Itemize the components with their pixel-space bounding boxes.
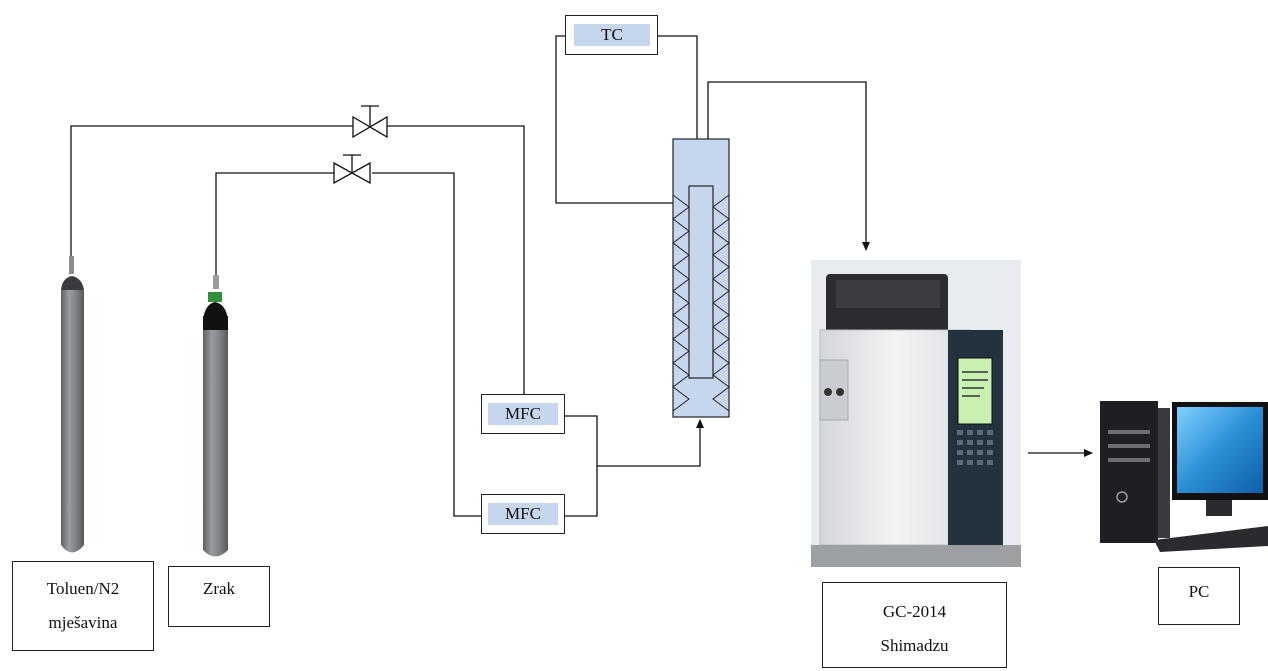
- needle-valve-icon[interactable]: [352, 105, 388, 139]
- gas-cylinder-icon: [61, 256, 84, 553]
- mfc-top-label: MFC: [488, 403, 558, 425]
- mfc-bottom-label: MFC: [488, 503, 558, 525]
- gas-lines: [70, 35, 1093, 517]
- pc-label-box: PC: [1158, 567, 1240, 625]
- air-label-box: Zrak: [168, 566, 270, 627]
- line-air-to-bottom-mfc: [215, 172, 482, 517]
- tc-controller-box: TC: [565, 15, 658, 55]
- toluene-label-line-1: Toluen/N2: [46, 579, 120, 598]
- tc-label: TC: [574, 24, 650, 46]
- line-reactor-to-gc: [707, 81, 870, 251]
- toluene-label-box: Toluen/N2 mješavina: [12, 561, 154, 651]
- needle-valve-icon[interactable]: [333, 154, 371, 185]
- mfc-bottom-box: MFC: [481, 494, 565, 534]
- desktop-computer-icon: [1100, 401, 1268, 552]
- line-tc-loop: [555, 35, 698, 204]
- air-label: Zrak: [202, 579, 236, 598]
- gas-cylinder-icon: [203, 275, 228, 557]
- gas-chromatograph-icon: [811, 260, 1021, 567]
- gc-label-line-1: GC-2014: [882, 602, 947, 621]
- pc-label: PC: [1188, 582, 1210, 601]
- reactor: [672, 138, 730, 418]
- toluene-label-line-2: mješavina: [48, 613, 118, 632]
- gc-label-box: GC-2014 Shimadzu: [822, 582, 1007, 668]
- line-mfc-merge: [565, 416, 700, 517]
- gc-label-line-2: Shimadzu: [880, 636, 949, 655]
- line-toluene-to-top-mfc: [70, 125, 525, 399]
- mfc-top-box: MFC: [481, 394, 565, 434]
